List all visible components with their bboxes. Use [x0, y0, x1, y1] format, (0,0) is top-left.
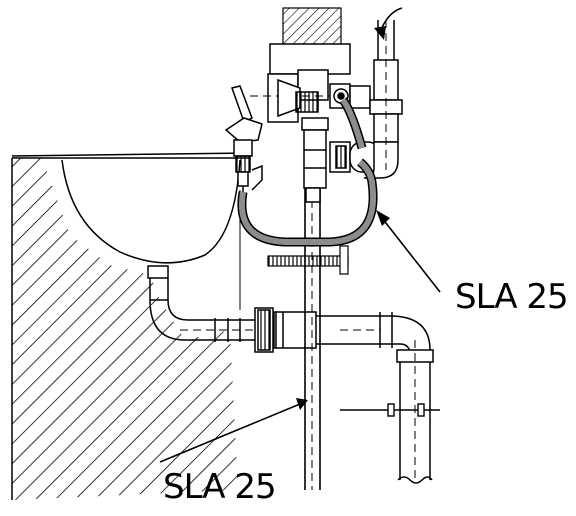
drain-coupling [254, 307, 317, 353]
pipe-clamp [267, 245, 349, 275]
waste-pipe-elbow [316, 312, 434, 484]
callout-label-bottom: SLA 25 [163, 467, 277, 507]
wall-bracket [340, 403, 440, 417]
flow-arrow [374, 7, 403, 40]
leader-line-bottom [159, 398, 308, 463]
flex-hose-gray [237, 97, 378, 247]
leader-line-right [376, 210, 441, 293]
wall-block [11, 158, 238, 500]
supply-riser-right [363, 20, 403, 179]
faucet [224, 85, 263, 310]
wash-basin [11, 152, 251, 279]
drain-pipe [149, 278, 260, 342]
valve-assembly [250, 43, 381, 203]
callout-label-right: SLA 25 [455, 277, 569, 317]
